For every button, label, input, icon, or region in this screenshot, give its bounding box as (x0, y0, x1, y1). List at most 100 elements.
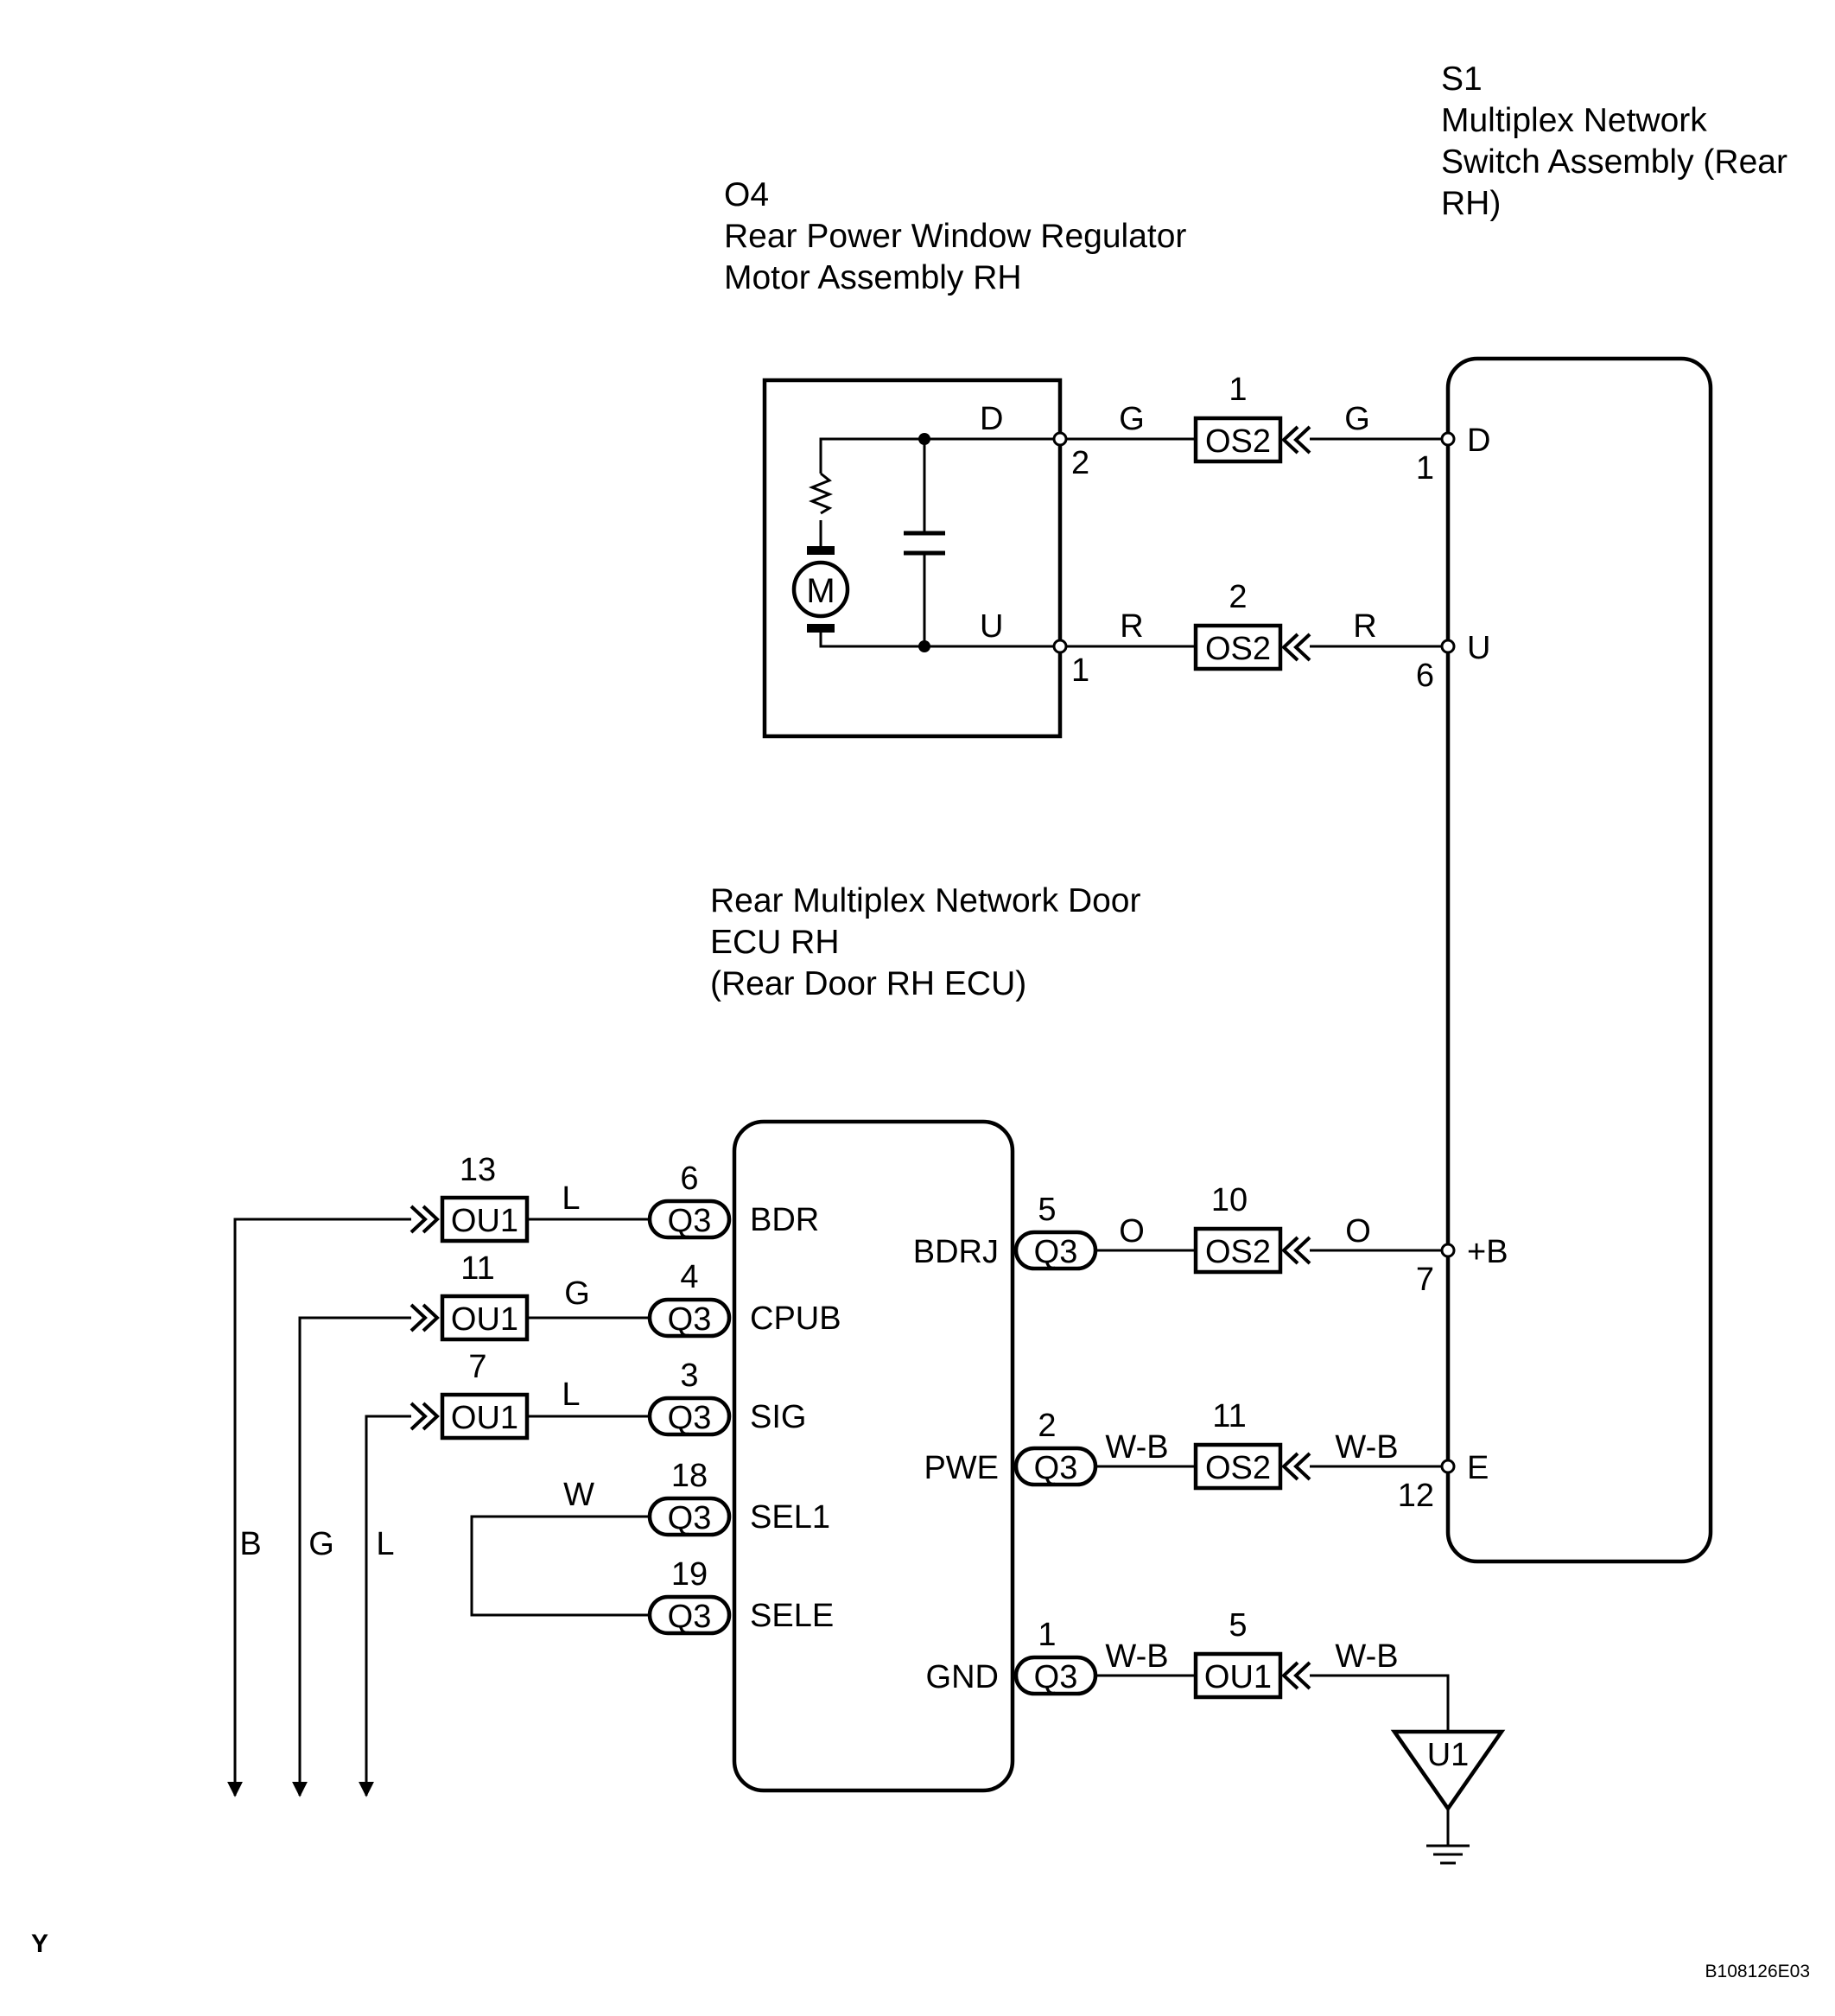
capacitor-symbol (904, 531, 945, 556)
wire-color-pwe-left: W-B (1105, 1429, 1168, 1466)
q3-sele-label: Q3 (668, 1599, 712, 1635)
q3-sig-pin: 3 (680, 1358, 698, 1394)
ou1-bdr-pin: 13 (460, 1152, 496, 1188)
ecu-name-line-2: ECU RH (710, 924, 840, 961)
os2-bdrj-pin: 10 (1211, 1182, 1248, 1218)
ecu-name-line-3: (Rear Door RH ECU) (710, 965, 1026, 1002)
wire-color-u-left: R (1120, 608, 1143, 645)
s1-code: S1 (1441, 60, 1483, 98)
ground-point-label: U1 (1427, 1737, 1470, 1773)
s1-name-line-3: RH) (1441, 185, 1501, 222)
ecu-terminal-bdrj: BDRJ (913, 1234, 999, 1270)
s1-terminal-d-label: D (1467, 423, 1490, 459)
os2-pwe-pin: 11 (1212, 1398, 1246, 1434)
wire-color-bdr: L (562, 1180, 580, 1217)
ground-icon (1426, 1844, 1470, 1865)
o4-outline (762, 378, 1063, 739)
ecu-terminal-sel1: SEL1 (750, 1499, 830, 1536)
wire-color-bdrj-left: O (1119, 1213, 1145, 1250)
ground-point-triangle (1390, 1729, 1506, 1812)
wire-color-sel: W (563, 1477, 594, 1513)
s1-pin-6-number: 6 (1416, 658, 1434, 694)
o4-terminal-d-label: D (980, 401, 1003, 437)
wire-color-d-left: G (1119, 401, 1145, 437)
ou1-cpub-pin: 11 (460, 1250, 494, 1287)
wire-color-gnd-right: W-B (1335, 1638, 1398, 1675)
s1-name-line-2: Switch Assembly (Rear (1441, 143, 1787, 181)
ecu-name-line-1: Rear Multiplex Network Door (710, 882, 1141, 919)
wire-color-bdrj-right: O (1345, 1213, 1371, 1250)
ecu-title: Rear Multiplex Network Door ECU RH (Rear… (710, 882, 1141, 1002)
ecu-outline (732, 1119, 1015, 1793)
o4-terminal-u-label: U (980, 608, 1003, 645)
o4-name-line-1: Rear Power Window Regulator (724, 218, 1186, 255)
o4-internal-bottom-wire (819, 633, 1060, 648)
ecu-terminal-sele: SELE (750, 1598, 834, 1634)
resistor-symbol (808, 472, 834, 515)
wire-sel-loop (470, 1515, 650, 1617)
q3-bdr-pin: 6 (680, 1161, 698, 1197)
os2-u-label: OS2 (1205, 631, 1271, 667)
q3-bdrj-pin: 5 (1038, 1192, 1056, 1228)
ou1-sig-pin: 7 (468, 1349, 486, 1385)
s1-title: S1 Multiplex Network Switch Assembly (Re… (1441, 60, 1787, 222)
ecu-terminal-gnd: GND (926, 1659, 999, 1695)
ecu-terminal-cpub: CPUB (750, 1301, 841, 1337)
wire-color-cpub: G (564, 1275, 590, 1312)
corner-letter: Y (31, 1930, 48, 1958)
ou1-gnd-pin: 5 (1229, 1607, 1247, 1644)
o4-pin-1-number: 1 (1071, 652, 1089, 689)
ecu-box: BDR CPUB SIG SEL1 SELE BDRJ PWE GND (732, 1119, 1015, 1793)
s1-switch-assembly: D U +B E 1 6 7 12 (1398, 356, 1713, 1564)
wire-continuation-l (359, 1415, 411, 1797)
q3-cpub-pin: 4 (680, 1259, 698, 1295)
wire-color-sig: L (562, 1377, 580, 1413)
ecu-terminal-bdr: BDR (750, 1202, 819, 1238)
o4-pin-2-number: 2 (1071, 445, 1089, 481)
os2-bdrj-label: OS2 (1205, 1234, 1271, 1270)
o4-motor-assembly: M D U 2 1 (762, 378, 1089, 739)
q3-sel1-label: Q3 (668, 1500, 712, 1536)
q3-cpub-label: Q3 (668, 1301, 712, 1338)
s1-pin-1-number: 1 (1416, 450, 1434, 487)
wire-color-d-right: G (1344, 401, 1370, 437)
wire-continuation-g (292, 1316, 411, 1797)
ou1-sig-label: OU1 (451, 1400, 518, 1436)
q3-gnd-label: Q3 (1034, 1659, 1078, 1695)
ecu-left-connectors: Q3 Q3 Q3 Q3 Q3 6 4 3 18 19 (647, 1161, 732, 1636)
os2-u-pin: 2 (1229, 579, 1247, 615)
continuation-g-label: G (308, 1526, 334, 1562)
q3-sig-label: Q3 (668, 1400, 712, 1436)
o4-code: O4 (724, 176, 769, 213)
ecu-terminal-sig: SIG (750, 1399, 806, 1435)
ou1-gnd-label: OU1 (1204, 1659, 1272, 1695)
continuation-l-label: L (376, 1526, 394, 1562)
ecu-terminal-pwe: PWE (924, 1450, 999, 1486)
right-junction-connectors: OS2 1 OS2 2 OS2 10 OS2 11 OU1 5 (1193, 372, 1311, 1700)
o4-name-line-2: Motor Assembly RH (724, 259, 1022, 296)
o4-internal-top-wire (819, 437, 1060, 474)
motor-symbol-label: M (806, 572, 835, 610)
wire-continuation-b (227, 1218, 411, 1797)
left-junction-connectors: OU1 OU1 OU1 13 11 7 (410, 1152, 530, 1440)
os2-d-pin: 1 (1229, 372, 1247, 408)
wire-gnd-right (1310, 1674, 1450, 1732)
os2-d-label: OS2 (1205, 423, 1271, 460)
figure-code: B108126E03 (1705, 1962, 1810, 1981)
ou1-cpub-label: OU1 (451, 1301, 518, 1338)
s1-name-line-1: Multiplex Network (1441, 102, 1707, 139)
q3-bdrj-label: Q3 (1034, 1234, 1078, 1270)
ground-u1: U1 (1390, 1729, 1506, 1865)
s1-terminal-u-label: U (1467, 630, 1490, 666)
wire-color-pwe-right: W-B (1335, 1429, 1398, 1466)
o4-title: O4 Rear Power Window Regulator Motor Ass… (724, 176, 1186, 296)
ou1-bdr-label: OU1 (451, 1203, 518, 1239)
s1-outline (1445, 356, 1713, 1564)
q3-bdr-label: Q3 (668, 1203, 712, 1239)
o4-pin-1 (1052, 639, 1068, 654)
motor-icon (791, 560, 850, 619)
s1-terminal-b-label: +B (1467, 1234, 1508, 1270)
os2-pwe-label: OS2 (1205, 1450, 1271, 1486)
continuation-b-label: B (239, 1526, 261, 1562)
wire-color-labels: G G R R O O W-B W-B W-B W-B L G L W B G … (239, 401, 1398, 1675)
